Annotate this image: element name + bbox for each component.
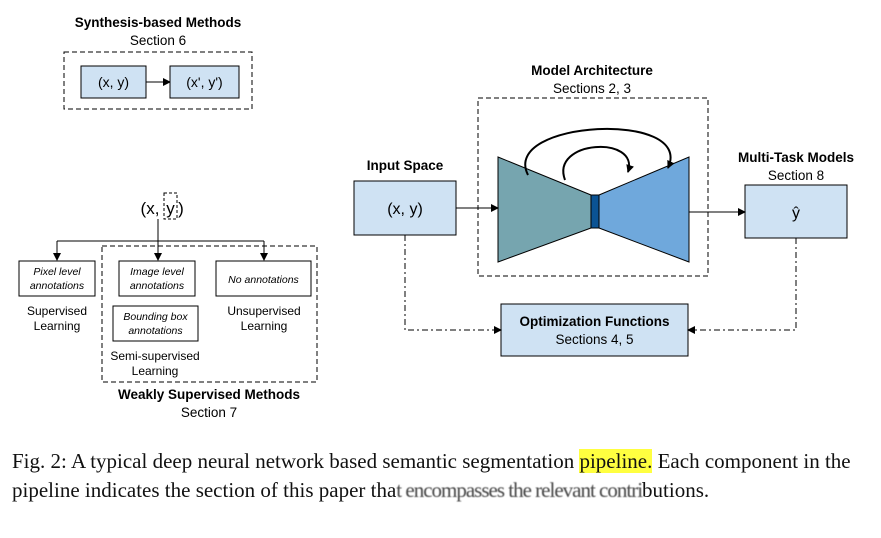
multitask-title: Multi-Task Models [738, 150, 854, 165]
optimization-box [500, 303, 689, 357]
bounding-box-line2: annotations [128, 325, 183, 337]
multitask-box [744, 184, 848, 239]
pixel-level-line2: annotations [30, 280, 85, 292]
synthesis-title: Synthesis-based Methods [75, 15, 242, 30]
multitask-section: Section 8 [768, 168, 824, 183]
supervised-label-line2: Learning [34, 319, 81, 333]
synthesis-section: Section 6 [130, 33, 186, 48]
synthesis-dashed-frame [63, 51, 253, 110]
pixel-level-line1: Pixel level [33, 266, 81, 278]
decoder-shape [598, 156, 690, 263]
semi-label-line2: Learning [132, 364, 179, 378]
supervised-label-line1: Supervised [27, 304, 87, 318]
weak-root-y-dashed-box [163, 192, 178, 220]
model-section: Sections 2, 3 [553, 81, 631, 96]
bounding-box-box [112, 305, 199, 342]
optimization-section: Sections 4, 5 [555, 332, 633, 347]
weak-section: Section 7 [181, 405, 237, 420]
image-level-line1: Image level [130, 266, 184, 278]
weak-dashed-frame [101, 245, 318, 383]
unsupervised-label-line1: Unsupervised [227, 304, 300, 318]
caption-part1: Fig. 2: A typical deep neural network ba… [12, 449, 580, 473]
caption-part2: Each component in the pipeline indicates… [12, 449, 851, 502]
caption-garbled-text: t encompasses the relevant contri [396, 478, 643, 502]
input-to-optimization-arrow [404, 235, 502, 334]
semi-label-line1: Semi-supervised [110, 349, 199, 363]
synthesis-box-original-label: (x, y) [98, 74, 129, 90]
model-title: Model Architecture [531, 63, 653, 78]
encoder-shape [497, 156, 592, 263]
unsupervised-label-line2: Learning [241, 319, 288, 333]
multitask-box-label: ŷ [792, 205, 800, 222]
caption-highlight: pipeline. [579, 449, 653, 473]
bounding-box-line1: Bounding box [123, 311, 188, 323]
synthesis-box-generated [169, 65, 240, 99]
caption-part3: butions. [642, 478, 710, 502]
figure-caption: Fig. 2: A typical deep neural network ba… [12, 447, 874, 505]
synthesis-box-generated-label: (x', y') [186, 74, 222, 90]
no-annotations-text: No annotations [228, 274, 299, 286]
optimization-title: Optimization Functions [520, 314, 670, 329]
input-space-title: Input Space [367, 158, 444, 173]
skip-connection-outer [524, 127, 675, 176]
weak-title: Weakly Supervised Methods [118, 387, 300, 402]
bottleneck-shape [590, 194, 600, 229]
image-level-line2: annotations [130, 280, 185, 292]
multitask-to-optimization-arrow [687, 238, 797, 334]
weak-root-close: ) [178, 199, 184, 218]
synthesis-box-original [80, 65, 147, 99]
pixel-level-box [18, 260, 96, 297]
skip-connection-inner [562, 146, 634, 181]
no-annotations-box [215, 260, 312, 297]
weak-root-x: (x, [141, 199, 160, 218]
weak-root-y: y [166, 199, 175, 218]
model-dashed-frame [477, 97, 709, 277]
image-level-box [118, 260, 196, 297]
input-space-box-label: (x, y) [387, 201, 423, 218]
